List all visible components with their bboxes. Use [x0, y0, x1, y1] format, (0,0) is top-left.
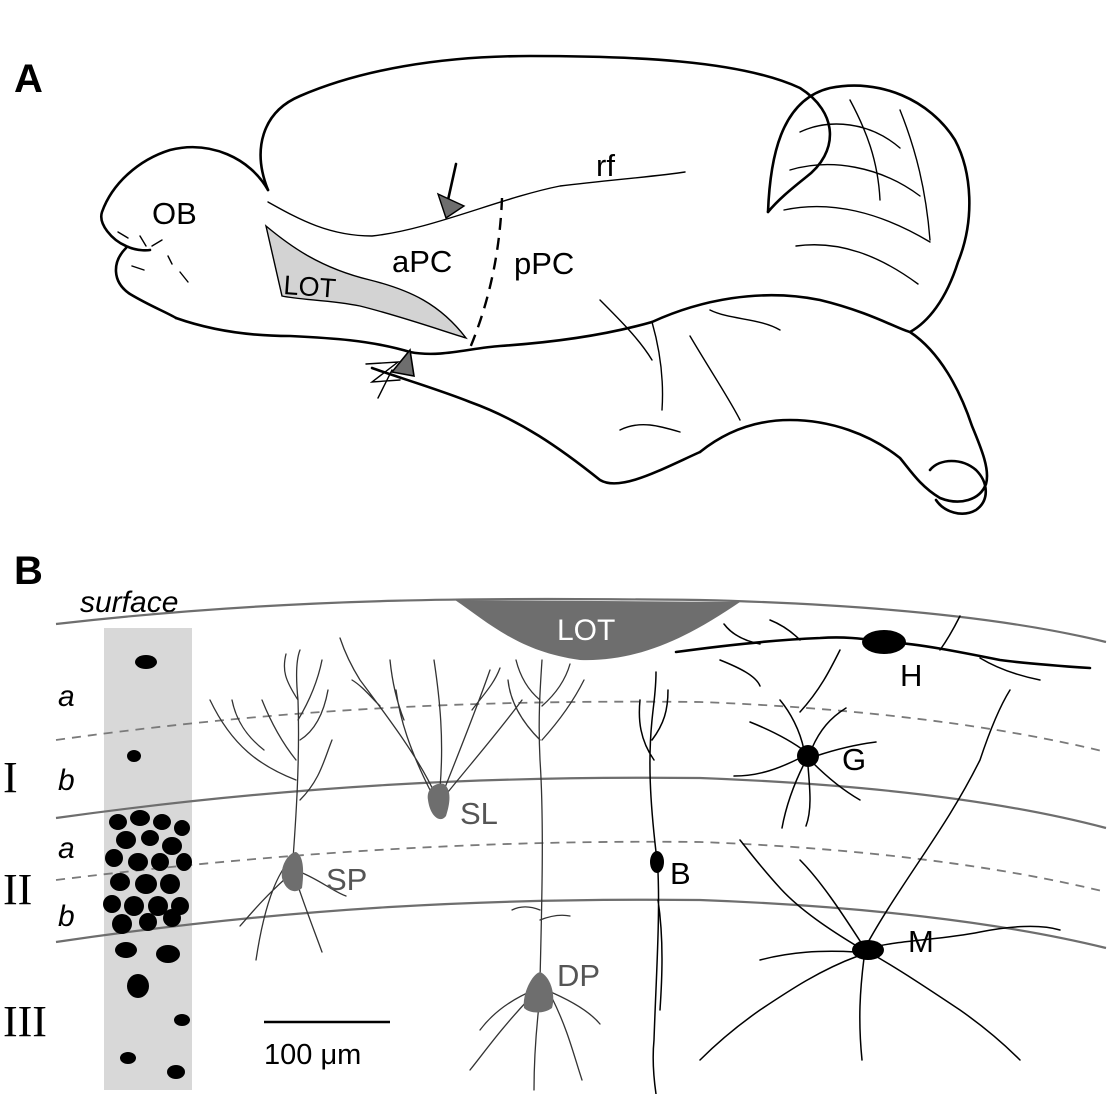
g-soma — [797, 745, 819, 767]
label-rf: rf — [596, 148, 615, 183]
lot-band-label: LOT — [557, 614, 615, 647]
label-dp: DP — [557, 958, 600, 993]
label-ppc: pPC — [514, 246, 574, 281]
m-soma — [852, 940, 884, 960]
layer-i-label: I — [3, 753, 18, 802]
cell-m — [700, 690, 1060, 1060]
rhinal-fissure — [268, 172, 685, 236]
arrow-shaft-upper — [448, 164, 456, 200]
h-soma — [862, 630, 906, 654]
cerebellum-folia — [784, 100, 930, 284]
sublayer-2b-label: b — [58, 900, 75, 933]
label-apc: aPC — [392, 244, 452, 279]
cell-dp — [470, 660, 600, 1090]
label-sl: SL — [460, 796, 498, 831]
label-lot-a: LOT — [283, 270, 337, 304]
brainstem-lines — [600, 300, 740, 420]
olfactory-bulb-lower — [116, 248, 176, 318]
label-sp: SP — [326, 862, 367, 897]
cerebrum-outline — [261, 56, 830, 212]
ventral-outline — [176, 318, 652, 354]
arrow-head-lower — [392, 350, 414, 376]
apc-ppc-boundary — [470, 198, 502, 348]
cell-b — [639, 672, 668, 1094]
boundary-2a-2b — [56, 842, 1106, 892]
label-g: G — [842, 742, 866, 777]
dp-soma — [524, 972, 554, 1013]
label-b: B — [670, 856, 691, 891]
scale-bar-label: 100 μm — [264, 1039, 361, 1071]
b-soma — [650, 851, 664, 873]
label-ob: OB — [152, 196, 197, 231]
medulla-tip — [930, 461, 986, 514]
brainstem-vessels — [620, 310, 780, 432]
brainstem-outline — [652, 295, 987, 501]
cell-sl — [340, 638, 522, 819]
cell-sp — [210, 650, 346, 960]
sl-soma — [428, 784, 450, 820]
panel-b-letter: B — [14, 549, 43, 593]
label-h: H — [900, 658, 922, 693]
panel-a-letter: A — [14, 57, 43, 101]
boundary-1a-1b — [56, 702, 1106, 752]
panel-a: A OB LOT aPC pPC — [14, 56, 987, 514]
cell-h — [676, 616, 1090, 712]
sublayer-2a-label: a — [58, 832, 75, 865]
layer-ii-label: II — [3, 865, 32, 914]
arrow-shaft-lower — [378, 370, 392, 398]
boundary-2-3 — [56, 900, 1106, 948]
sp-soma — [282, 852, 303, 891]
layer-iii-label: III — [3, 997, 47, 1046]
sublayer-1a-label: a — [58, 680, 75, 713]
boundary-1-2 — [56, 778, 1106, 828]
panel-b: B surface LOT I II III a b a b — [3, 549, 1106, 1094]
cerebellum-outline — [768, 86, 969, 332]
sublayer-1b-label: b — [58, 764, 75, 797]
olfactory-bulb-detail — [118, 232, 188, 282]
label-m: M — [908, 924, 934, 959]
